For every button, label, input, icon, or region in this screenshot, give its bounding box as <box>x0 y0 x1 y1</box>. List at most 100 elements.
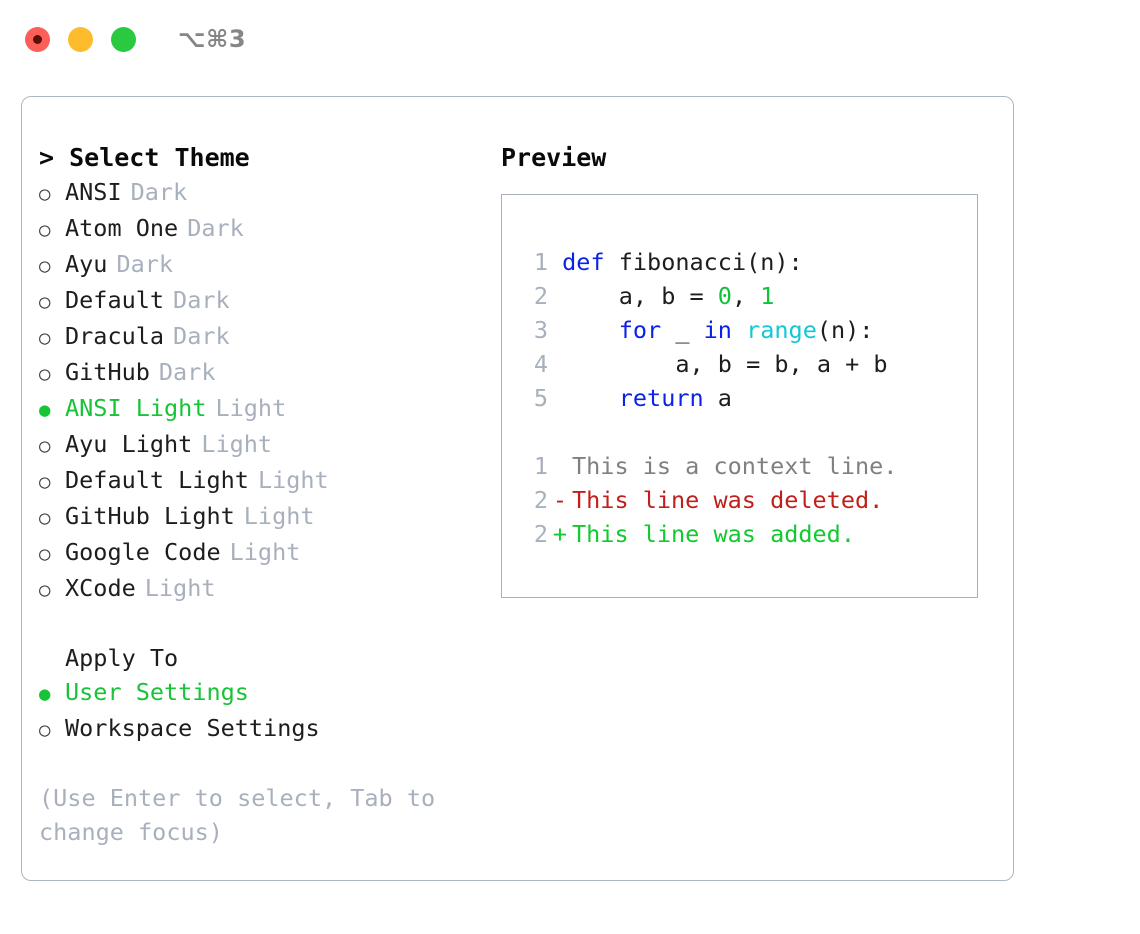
theme-option-label: Ayu <box>65 250 108 278</box>
code-line: 3 for _ in range(n): <box>518 313 977 347</box>
theme-option-label: Dracula <box>65 322 165 350</box>
theme-option-label: XCode <box>65 574 136 602</box>
code-line: 4 a, b = b, a + b <box>518 347 977 381</box>
radio-unselected-icon: ○ <box>39 543 51 565</box>
theme-option-9[interactable]: ○ GitHub Light Light <box>39 499 489 535</box>
theme-option-tag: Dark <box>158 358 216 386</box>
code-token-plain <box>562 384 619 412</box>
radio-unselected-icon: ○ <box>39 579 51 601</box>
apply-to-option-label: Workspace Settings <box>65 714 320 742</box>
code-token-num: 1 <box>760 282 775 310</box>
code-token-kw: return <box>618 384 704 412</box>
spacer <box>39 607 489 641</box>
theme-option-7[interactable]: ○ Ayu Light Light <box>39 427 489 463</box>
preview-pane: Preview 1 def fibonacci(n):2 a, b = 0, 1… <box>501 141 991 598</box>
shortcut-label: ⌥⌘3 <box>178 25 247 53</box>
theme-option-6[interactable]: ● ANSI Light Light <box>39 391 489 427</box>
theme-option-tag: Light <box>215 394 287 422</box>
keyboard-hint: (Use Enter to select, Tab to change focu… <box>39 784 436 846</box>
minimize-button[interactable] <box>68 26 93 52</box>
diff-sample: 1 This is a context line.2-This line was… <box>518 449 977 551</box>
radio-unselected-icon: ○ <box>39 255 51 277</box>
code-line: 1 def fibonacci(n): <box>518 245 977 279</box>
theme-option-5[interactable]: ○ GitHub Dark <box>39 355 489 391</box>
close-button[interactable] <box>25 26 50 52</box>
radio-unselected-icon: ○ <box>39 719 51 741</box>
radio-unselected-icon: ○ <box>39 327 51 349</box>
code-token-plain: a, b = b, a + b <box>562 350 888 378</box>
diff-text: This line was deleted. <box>572 486 884 514</box>
theme-option-tag: Light <box>201 430 273 458</box>
code-token-num: 0 <box>717 282 732 310</box>
maximize-button[interactable] <box>111 26 136 52</box>
gutter-space <box>548 350 562 378</box>
code-line: 2 a, b = 0, 1 <box>518 279 977 313</box>
diff-line: 1 This is a context line. <box>518 449 977 483</box>
line-number: 2 <box>533 486 548 514</box>
theme-option-10[interactable]: ○ Google Code Light <box>39 535 489 571</box>
window-controls <box>25 26 136 52</box>
theme-option-tag: Dark <box>116 250 174 278</box>
theme-option-label: Google Code <box>65 538 221 566</box>
apply-to-option-0[interactable]: ● User Settings <box>39 675 489 711</box>
apply-to-heading: Apply To <box>65 644 179 672</box>
diff-text: This line was added. <box>572 520 855 548</box>
line-number: 3 <box>533 316 548 344</box>
code-token-kw: def <box>562 248 605 276</box>
code-line: 5 return a <box>518 381 977 415</box>
apply-to-list: ● User Settings ○ Workspace Settings <box>39 675 489 747</box>
window-titlebar: ⌥⌘3 <box>0 0 1140 78</box>
line-number: 4 <box>533 350 548 378</box>
apply-to-option-1[interactable]: ○ Workspace Settings <box>39 711 489 747</box>
theme-option-1[interactable]: ○ Atom One Dark <box>39 211 489 247</box>
diff-line: 2-This line was deleted. <box>518 483 977 517</box>
radio-selected-icon: ● <box>39 399 51 421</box>
theme-option-label: Default <box>65 286 165 314</box>
code-token-plain: _ <box>661 316 704 344</box>
code-token-fn: range <box>746 316 817 344</box>
theme-option-tag: Dark <box>130 178 188 206</box>
line-number: 2 <box>533 520 548 548</box>
radio-unselected-icon: ○ <box>39 363 51 385</box>
theme-option-label: Ayu Light <box>65 430 193 458</box>
recording-indicator-icon <box>33 34 42 44</box>
radio-unselected-icon: ○ <box>39 291 51 313</box>
theme-option-label: Atom One <box>65 214 179 242</box>
theme-option-label: GitHub <box>65 358 150 386</box>
theme-option-tag: Dark <box>187 214 244 242</box>
code-token-plain <box>732 316 746 344</box>
theme-option-label: Default Light <box>65 466 249 494</box>
radio-unselected-icon: ○ <box>39 507 51 529</box>
diff-marker: + <box>552 520 568 548</box>
gutter-space <box>548 316 562 344</box>
radio-unselected-icon: ○ <box>39 219 51 241</box>
gutter-space <box>548 282 562 310</box>
theme-option-label: ANSI Light <box>65 394 207 422</box>
code-token-plain: fibonacci(n): <box>604 248 803 276</box>
theme-option-label: ANSI <box>65 178 122 206</box>
radio-unselected-icon: ○ <box>39 471 51 493</box>
theme-option-tag: Light <box>243 502 315 530</box>
gutter-space <box>548 384 562 412</box>
theme-option-2[interactable]: ○ Ayu Dark <box>39 247 489 283</box>
diff-text: This is a context line. <box>572 452 898 480</box>
code-token-plain: , <box>731 282 761 310</box>
diff-marker <box>548 449 572 483</box>
code-token-plain: a, b = <box>562 282 718 310</box>
theme-option-label: GitHub Light <box>65 502 235 530</box>
radio-selected-icon: ● <box>39 683 51 705</box>
page-title: > Select Theme <box>39 143 250 172</box>
radio-unselected-icon: ○ <box>39 435 51 457</box>
theme-option-tag: Light <box>229 538 301 566</box>
apply-to-option-label: User Settings <box>65 678 249 706</box>
